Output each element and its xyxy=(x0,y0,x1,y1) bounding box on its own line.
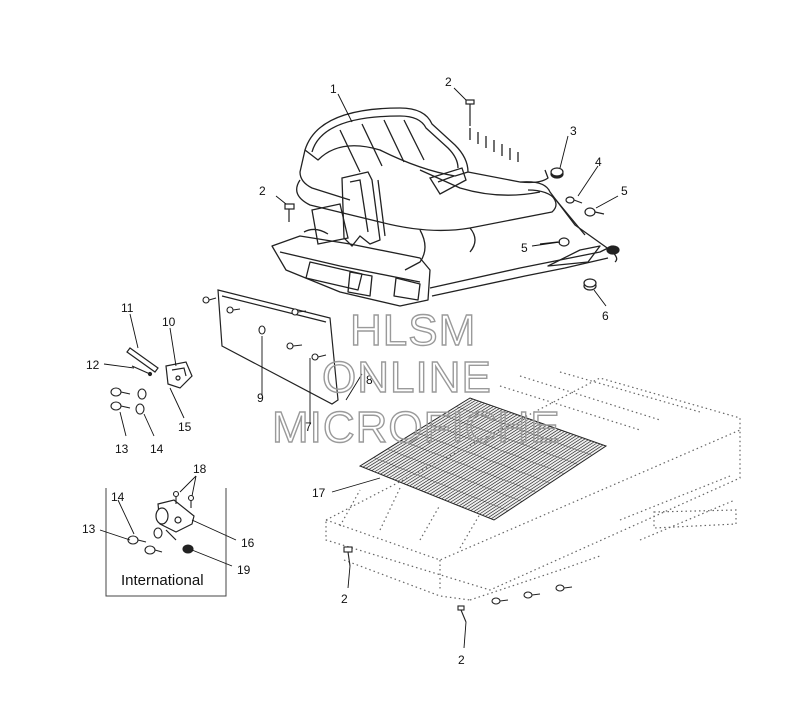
international-fasteners xyxy=(127,490,195,555)
mesh-cross-line xyxy=(428,423,565,474)
watermark-line-1: HLSM xyxy=(350,306,476,355)
hitch-bracket-10 xyxy=(165,361,193,389)
watermark: HLSM ONLINE MICROFICHE xyxy=(271,305,561,452)
mesh-cross-line xyxy=(414,431,551,484)
nut-6-pair xyxy=(583,245,620,291)
mesh-cross-line xyxy=(401,440,537,493)
mesh-cross-line xyxy=(387,448,523,502)
bolt-2-left xyxy=(284,203,295,222)
international-label: International xyxy=(121,572,204,589)
bed-bolts xyxy=(343,546,573,623)
callout-2-bed-left: 2 xyxy=(341,592,348,606)
callout-18: 18 xyxy=(193,462,207,476)
callout-16: 16 xyxy=(241,536,255,550)
callout-9: 9 xyxy=(257,391,264,405)
bolt-5-right xyxy=(584,207,605,217)
callout-2-bed-bottom: 2 xyxy=(458,653,465,667)
mesh-cross-line xyxy=(373,457,509,511)
nut-3 xyxy=(550,167,564,179)
callout-7: 7 xyxy=(305,420,312,434)
watermark-line-2: ONLINE xyxy=(322,353,492,402)
pin-11 xyxy=(126,347,159,373)
watermark-line-3: MICROFICHE xyxy=(272,403,561,452)
international-hitch-16 xyxy=(155,499,195,541)
callout-8: 8 xyxy=(366,373,373,387)
callout-17: 17 xyxy=(312,486,326,500)
callout-6: 6 xyxy=(602,309,609,323)
mesh-grille-17 xyxy=(358,397,608,521)
callout-5-middle: 5 xyxy=(521,241,528,255)
washers-and-bolts-13-14 xyxy=(110,387,147,415)
callout-14-top: 14 xyxy=(150,442,164,456)
callout-10: 10 xyxy=(162,315,176,329)
callout-3: 3 xyxy=(570,124,577,138)
seat-back-uprights xyxy=(311,167,467,247)
callout-2-top: 2 xyxy=(445,75,452,89)
callout-13-top: 13 xyxy=(115,442,129,456)
rear-rack-frame xyxy=(296,107,618,297)
callout-11: 11 xyxy=(121,301,134,315)
callout-labels: 1 2 3 4 5 5 6 2 9 7 8 11 10 12 13 14 15 … xyxy=(82,75,628,667)
phantom-cargo-bed xyxy=(325,371,741,601)
callout-5-right: 5 xyxy=(621,184,628,198)
callout-19: 19 xyxy=(237,563,251,577)
callout-13-bottom: 13 xyxy=(82,522,96,536)
callout-15: 15 xyxy=(178,420,192,434)
mesh-cross-line xyxy=(456,406,593,456)
plate-7 xyxy=(217,289,339,405)
mesh-cross-line xyxy=(442,414,579,465)
callout-4: 4 xyxy=(595,155,602,169)
clip-12 xyxy=(131,365,153,377)
international-box xyxy=(105,488,227,597)
bolt-4 xyxy=(565,196,583,204)
callout-1: 1 xyxy=(330,82,337,96)
callout-12: 12 xyxy=(86,358,100,372)
frame-base-housing xyxy=(271,228,431,307)
bolt-2-top xyxy=(465,99,475,126)
bolt-5-middle xyxy=(539,237,570,247)
plate-fasteners xyxy=(202,296,327,361)
leader-lines xyxy=(99,87,619,649)
callout-14-bottom: 14 xyxy=(111,490,125,504)
callout-2-left: 2 xyxy=(259,184,266,198)
